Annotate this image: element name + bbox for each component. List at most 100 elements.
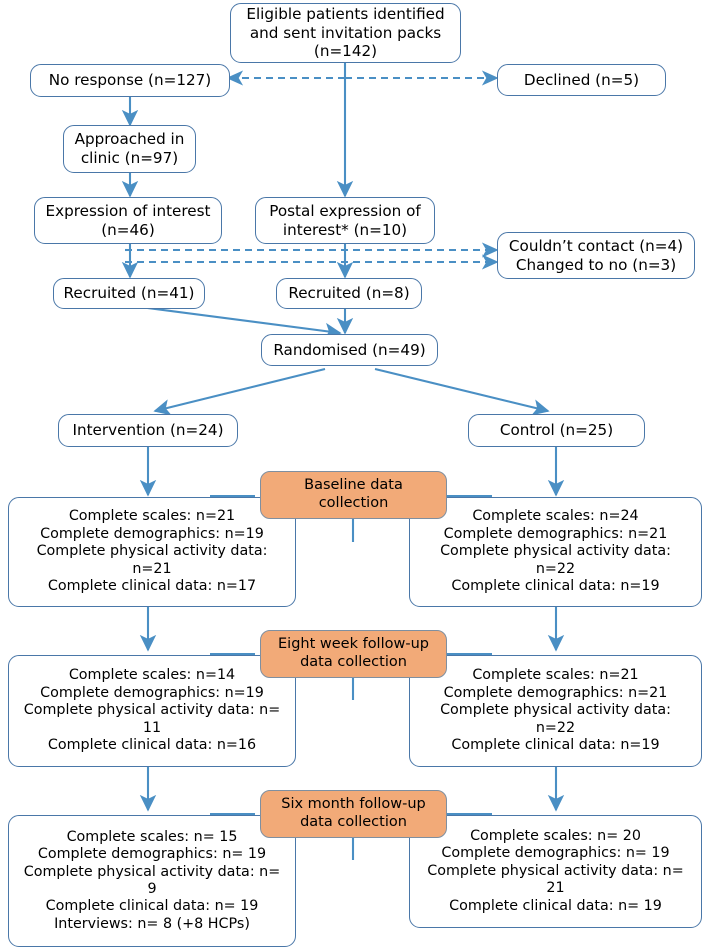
node-recruited-postal[interactable]: Recruited (n=8) — [276, 278, 422, 309]
node-declined-text: Declined (n=5) — [504, 71, 659, 90]
node-couldnt-contact[interactable]: Couldn’t contact (n=4)Changed to no (n=3… — [497, 232, 695, 279]
text-line: Complete clinical data: n=17 — [47, 578, 257, 595]
text-line: Declined (n=5) — [523, 70, 640, 89]
text-line: 21 — [546, 880, 565, 897]
text-line: Complete demographics: n=21 — [443, 525, 668, 542]
text-line: Couldn’t contact (n=4) — [508, 236, 684, 255]
node-intervention-arm-text: Intervention (n=24) — [65, 421, 231, 440]
text-line: Complete demographics: n=19 — [40, 684, 264, 701]
node-couldnt-contact-text: Couldn’t contact (n=4)Changed to no (n=3… — [504, 237, 688, 274]
text-line: Changed to no (n=3) — [515, 255, 677, 274]
text-line: Complete physical activity data: — [36, 543, 268, 560]
text-line: collection — [318, 495, 389, 511]
text-line: Complete physical activity data: — [440, 702, 671, 719]
text-line: n=22 — [535, 719, 576, 736]
text-line: Six month follow-up — [281, 796, 426, 813]
text-line: Complete scales: n=14 — [68, 667, 236, 684]
text-line: Complete scales: n= 20 — [470, 827, 641, 844]
text-line: Complete clinical data: n=19 — [451, 737, 660, 754]
text-line: Complete clinical data: n=19 — [451, 578, 660, 595]
text-line: Expression of interest — [45, 201, 211, 220]
node-recruited-clinic-text: Recruited (n=41) — [60, 284, 198, 303]
text-line: 11 — [142, 719, 162, 736]
text-line: Randomised (n=49) — [273, 340, 426, 359]
text-line: Complete physical activity data: n= — [23, 863, 281, 880]
node-randomised[interactable]: Randomised (n=49) — [261, 334, 438, 366]
node-intervention-arm[interactable]: Intervention (n=24) — [58, 414, 238, 447]
node-randomised-text: Randomised (n=49) — [268, 341, 431, 360]
text-line: Complete scales: n=21 — [472, 667, 639, 684]
node-no-response-text: No response (n=127) — [37, 71, 223, 90]
text-line: Complete demographics: n= 19 — [441, 845, 670, 862]
node-expression-of-interest-text: Expression of interest(n=46) — [41, 202, 215, 239]
text-line: (n=46) — [101, 220, 155, 239]
text-line: Intervention (n=24) — [72, 421, 224, 440]
text-line: Complete physical activity data: n= — [23, 702, 281, 719]
node-recruited-postal-text: Recruited (n=8) — [283, 284, 415, 303]
node-no-response[interactable]: No response (n=127) — [30, 64, 230, 97]
node-control-arm[interactable]: Control (n=25) — [468, 414, 645, 447]
text-line: data collection — [300, 814, 407, 830]
text-line: Eight week follow-up — [278, 636, 429, 653]
text-line: Eligible patients identified — [246, 5, 445, 24]
edge-recruited-clinic-to-randomised — [124, 303, 342, 340]
text-line: Complete demographics: n=21 — [443, 684, 668, 701]
node-expression-of-interest[interactable]: Expression of interest(n=46) — [34, 197, 222, 244]
text-line: Interviews: n= 8 (+8 HCPs) — [54, 915, 250, 932]
text-line: Postal expression of — [269, 201, 421, 220]
node-control-arm-text: Control (n=25) — [475, 421, 638, 440]
text-line: n=22 — [535, 560, 576, 577]
edge-randomised-to-control — [374, 367, 550, 416]
text-line: Approached in — [74, 130, 185, 149]
text-line: clinic (n=97) — [80, 149, 179, 167]
text-line: (n=142) — [313, 42, 378, 61]
text-line: interest* (n=10) — [282, 220, 408, 239]
text-line: Control (n=25) — [499, 421, 614, 440]
text-line: Recruited (n=8) — [288, 284, 410, 303]
edge-randomised-to-intervention — [153, 367, 326, 416]
text-line: Recruited (n=41) — [63, 284, 195, 303]
text-line: Complete demographics: n= 19 — [37, 846, 267, 863]
text-line: n=21 — [132, 560, 172, 577]
text-line: Complete physical activity data: — [440, 543, 671, 560]
text-line: Complete scales: n= 15 — [66, 828, 238, 845]
text-line: No response (n=127) — [48, 71, 212, 90]
text-line: Complete scales: n=24 — [472, 508, 639, 525]
text-line: data collection — [300, 654, 407, 670]
node-declined[interactable]: Declined (n=5) — [497, 64, 666, 96]
text-line: and sent invitation packs — [249, 23, 442, 42]
text-line: Complete demographics: n=19 — [40, 525, 264, 542]
text-line: 9 — [147, 881, 157, 897]
text-line: Complete scales: n=21 — [68, 508, 236, 525]
text-line: Complete clinical data: n=16 — [47, 737, 257, 754]
text-line: Baseline data — [304, 477, 403, 494]
node-recruited-clinic[interactable]: Recruited (n=41) — [53, 278, 205, 309]
text-line: Complete clinical data: n= 19 — [45, 898, 259, 915]
